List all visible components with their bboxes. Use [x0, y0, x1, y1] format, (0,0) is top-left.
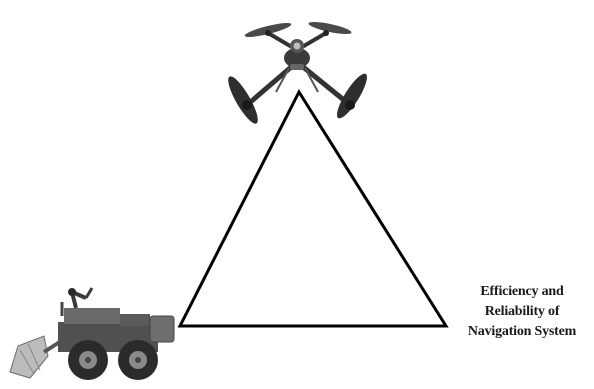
quadcopter-drone-icon	[223, 20, 371, 127]
caption-line-2: Reliability of	[452, 302, 592, 322]
triangle-outline	[180, 92, 446, 326]
caption-line-1: Efficiency and	[452, 282, 592, 302]
ground-robot-loader-icon	[10, 288, 174, 380]
caption-line-3: Navigation System	[452, 322, 592, 342]
navigation-system-caption: Efficiency and Reliability of Navigation…	[452, 282, 592, 342]
